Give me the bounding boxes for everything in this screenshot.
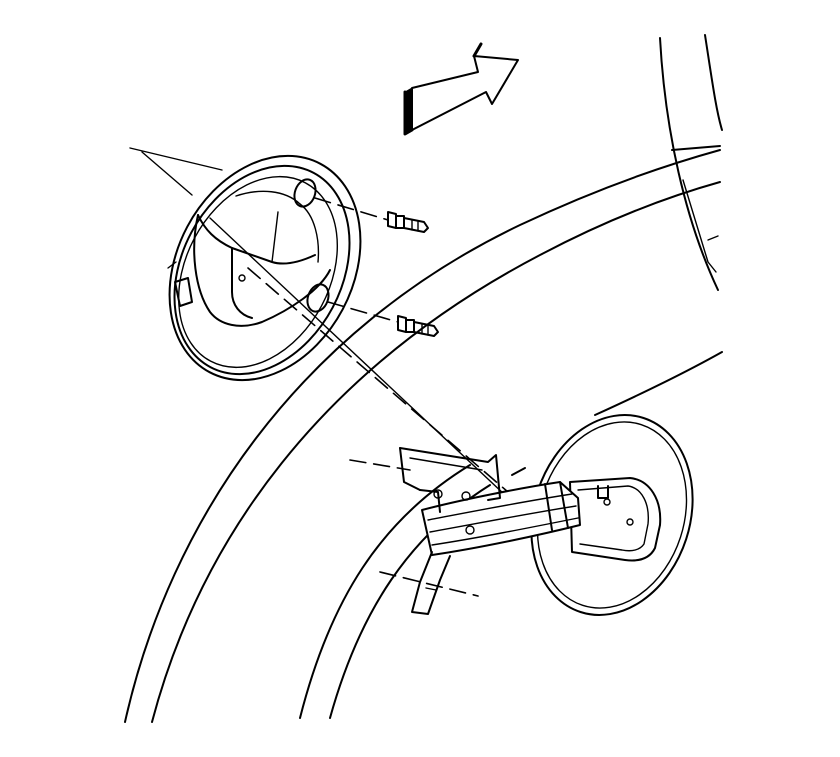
callout-leader bbox=[129, 147, 223, 196]
fuel-filler-housing bbox=[167, 154, 362, 382]
direction-arrow-icon bbox=[403, 42, 519, 136]
body-panel-lines bbox=[124, 34, 723, 723]
push-pin-retainer-upper bbox=[314, 197, 429, 233]
fuel-door-assembly bbox=[399, 414, 694, 616]
alignment-lines bbox=[209, 217, 509, 597]
push-pin-retainer-lower bbox=[327, 301, 439, 337]
